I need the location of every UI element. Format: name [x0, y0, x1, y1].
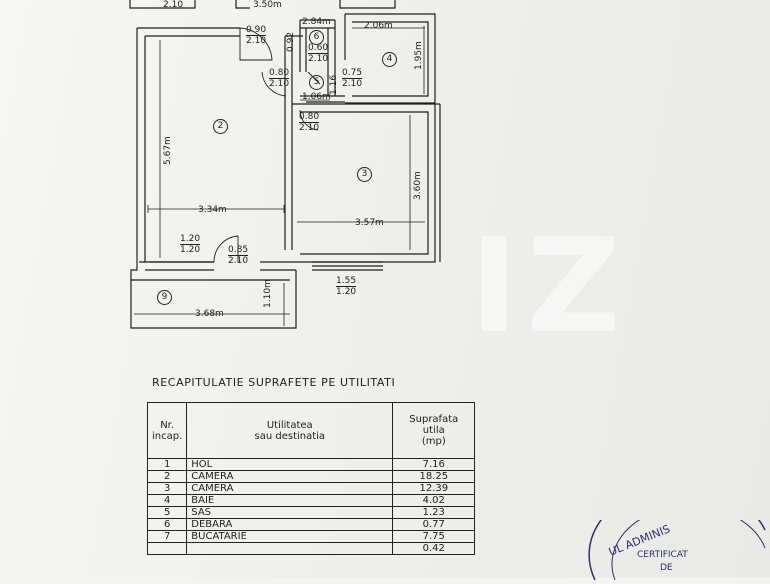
stamp-text: CERTIFICAT	[637, 550, 688, 560]
floor-plan	[129, 0, 441, 329]
dim-top-width: 3.50m	[253, 0, 282, 10]
room-number-2: 2	[213, 119, 228, 134]
dim-label: 2.06m	[364, 21, 393, 31]
dim-label: 1.16	[329, 74, 339, 95]
room-number-6: 6	[309, 30, 324, 45]
dim-label: 3.60m	[413, 171, 423, 200]
stamp-text: DE	[660, 563, 673, 573]
room-number-4: 4	[382, 52, 397, 67]
official-stamp: UL ADMINIS CERTIFICAT DE	[585, 483, 770, 584]
dim-label: 1.95m	[414, 41, 424, 70]
dim-label: 1.06m	[302, 92, 331, 102]
watermark: IZ	[470, 210, 629, 362]
dim-label: 3.57m	[355, 218, 384, 228]
dim-label: 3.68m	[195, 309, 224, 319]
table-title: RECAPITULATIE SUPRAFETE PE UTILITATI	[152, 376, 396, 389]
dim-label: 1.10m	[263, 279, 273, 308]
dim-label: 2.84m	[302, 17, 331, 27]
table-row: 0.42	[146, 542, 476, 555]
dim-label: 5.67m	[163, 136, 173, 165]
room-number-3: 3	[357, 167, 372, 182]
room-number-5: 5	[309, 75, 324, 90]
dim-label: 3.34m	[198, 205, 227, 215]
dim-label: 0.92	[286, 31, 296, 52]
header-nr: Nr.incap.	[146, 402, 188, 459]
dim-top-left: 2.10	[163, 0, 184, 10]
room-number-9: 9	[157, 290, 172, 305]
